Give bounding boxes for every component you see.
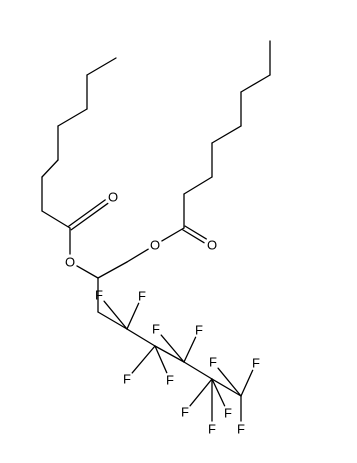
single-bond-line	[211, 378, 242, 397]
single-bond-line	[76, 265, 99, 279]
fluorine-atom-label: F	[209, 355, 217, 370]
single-bond-line	[240, 369, 254, 397]
fluorine-atom-label: F	[95, 288, 103, 303]
fluorine-atom-label: F	[195, 323, 203, 338]
fluorine-atom-label: F	[237, 422, 245, 437]
single-bond-line	[211, 378, 226, 407]
fluorine-atom-label: F	[123, 372, 131, 387]
single-bond-line	[189, 378, 213, 407]
single-bond-line	[97, 311, 128, 330]
fluorine-atom-label: F	[152, 322, 160, 337]
double-bond-line	[70, 202, 109, 231]
single-bond-line	[131, 345, 156, 374]
oxygen-atom-label: O	[65, 255, 75, 270]
single-bond-line	[183, 336, 197, 363]
fluorine-atom-label: F	[138, 289, 146, 304]
oxygen-atom-label: O	[108, 190, 118, 205]
single-bond-line	[103, 300, 128, 330]
single-bond-line	[97, 261, 128, 279]
oxygen-atom-label: O	[207, 238, 217, 253]
single-bond-line	[126, 302, 140, 330]
fluorine-atom-label: F	[181, 405, 189, 420]
fluorine-atom-label: F	[166, 373, 174, 388]
single-bond-line	[183, 176, 213, 195]
single-bond-line	[86, 57, 117, 76]
single-bond-line	[211, 125, 242, 144]
single-bond-line	[41, 210, 71, 229]
double-bond-line	[184, 225, 207, 240]
single-bond-line	[183, 361, 213, 380]
bonds-layer	[41, 40, 271, 422]
double-bond-line	[68, 199, 106, 227]
fluorine-atom-label: F	[208, 422, 216, 437]
single-bond-line	[126, 328, 156, 347]
single-bond-line	[217, 367, 242, 397]
single-bond-line	[57, 108, 88, 127]
fluorine-atom-label: F	[252, 356, 260, 371]
oxygen-atom-label: O	[150, 238, 160, 253]
fluorine-atom-label: F	[224, 406, 232, 421]
single-bond-line	[126, 248, 149, 263]
single-bond-line	[41, 159, 59, 178]
single-bond-line	[161, 227, 185, 242]
single-bond-line	[154, 345, 185, 363]
single-bond-line	[240, 74, 271, 93]
double-bond-line	[182, 229, 205, 244]
single-bond-line	[160, 334, 185, 363]
single-bond-line	[154, 345, 168, 374]
